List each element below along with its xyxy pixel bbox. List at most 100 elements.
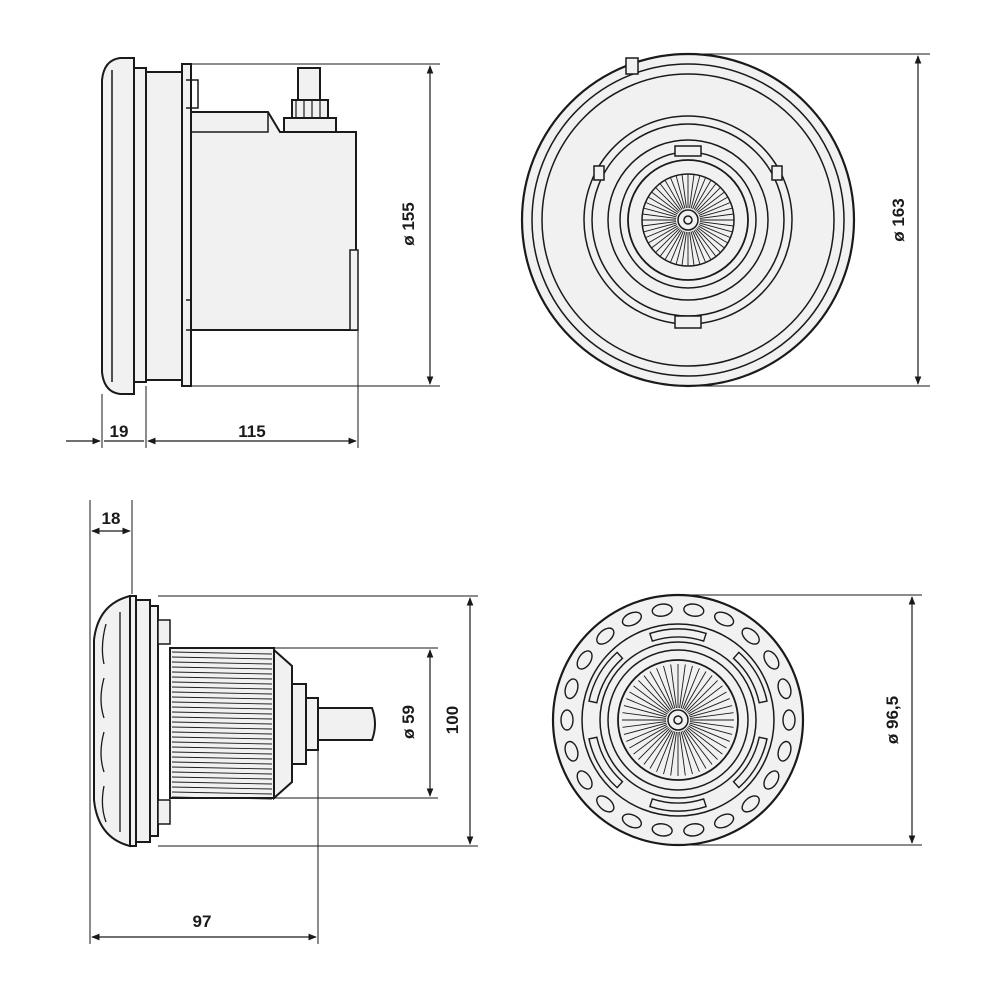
lens-ray <box>664 179 683 210</box>
thread-line <box>171 691 273 695</box>
lens-ray <box>686 680 718 712</box>
rim-scallop <box>713 611 735 627</box>
rim-scallop <box>683 603 705 617</box>
lens-ray <box>642 213 677 219</box>
vent-slot <box>648 798 708 812</box>
vent-slot <box>588 736 624 789</box>
thread-line <box>171 741 273 745</box>
lens-ray <box>693 230 712 261</box>
lens-ray <box>683 730 707 769</box>
lens-ray <box>699 221 734 227</box>
lens-ray <box>638 728 670 760</box>
thread-line <box>171 716 273 720</box>
lens-ray <box>680 731 693 775</box>
thread-line <box>171 676 273 680</box>
lens-ray <box>692 177 707 210</box>
dim-top-depth-115: 115 <box>238 422 265 441</box>
lens-ray <box>689 722 733 735</box>
lens-ray <box>649 730 673 769</box>
thread-line <box>171 686 273 690</box>
lens-ray <box>681 231 687 266</box>
lens-ray <box>659 183 682 211</box>
rim-scallop <box>560 709 574 731</box>
thread-line <box>171 701 273 705</box>
lens-ray <box>643 222 677 233</box>
small-side-view <box>89 500 478 944</box>
rim-scallop <box>651 823 673 837</box>
lens-ray <box>688 691 727 715</box>
lens-ray <box>643 207 677 218</box>
thread-line <box>171 756 273 760</box>
thread-line <box>171 666 273 670</box>
lens-ray <box>698 196 729 215</box>
lens-ray <box>622 721 667 728</box>
vent-slot <box>588 651 624 704</box>
rim-scallop <box>763 650 780 670</box>
lens-ray <box>679 731 686 776</box>
lens-ray <box>682 730 700 772</box>
lens-ray <box>675 175 686 209</box>
lens-ray <box>642 221 677 227</box>
lens-ray <box>633 726 669 755</box>
lens-ray <box>688 725 727 749</box>
lens-ray <box>629 691 668 715</box>
lens-ray <box>687 726 723 755</box>
thread-line <box>171 796 273 800</box>
lens-ray <box>683 671 707 710</box>
lens-ray <box>689 705 733 718</box>
lens-ray <box>659 229 682 257</box>
thread-line <box>171 651 273 655</box>
lens-ray <box>690 231 701 265</box>
dim-top-diameter-155: ø 155 <box>399 202 418 245</box>
lens-ray <box>698 201 731 216</box>
lens-ray <box>689 231 695 266</box>
rim-scallop <box>782 709 796 731</box>
thread-line <box>171 656 273 660</box>
lens-ray <box>684 729 713 765</box>
lens-ray <box>699 213 734 219</box>
thread-line <box>171 696 273 700</box>
lens-ray <box>622 712 667 719</box>
small-front-view <box>551 593 922 847</box>
thread-line <box>171 671 273 675</box>
thread-line <box>171 726 273 730</box>
lens-ray <box>643 675 672 711</box>
large-front-view <box>520 52 930 388</box>
lens-ray <box>686 728 718 760</box>
rim-scallop <box>564 740 579 762</box>
lens-ray <box>698 224 731 239</box>
thread-line <box>171 791 273 795</box>
lens-ray <box>682 668 700 710</box>
rim-scallop <box>713 813 735 829</box>
lens-ray <box>688 724 730 742</box>
rim-scallop <box>576 650 593 670</box>
thread-line <box>171 751 273 755</box>
lens-ray <box>689 712 734 719</box>
lens-ray <box>689 174 695 209</box>
lens-ray <box>693 179 712 210</box>
lens-ray <box>689 721 734 728</box>
thread-line <box>171 736 273 740</box>
lens-ray <box>663 731 676 775</box>
lens-ray <box>647 196 678 215</box>
lens-ray <box>690 175 701 209</box>
vent-slot <box>648 628 708 642</box>
rim-scallop <box>741 627 760 645</box>
lens-ray <box>675 231 686 265</box>
lens-ray <box>623 705 667 718</box>
rim-scallop <box>621 813 643 829</box>
thread-line <box>171 661 273 665</box>
lens-ray <box>680 665 693 709</box>
lens-ray <box>694 229 717 257</box>
rim-scallop <box>596 627 615 645</box>
rim-scallop <box>651 603 673 617</box>
lens-ray <box>670 664 677 709</box>
lens-ray <box>681 174 687 209</box>
rim-scallop <box>741 795 760 813</box>
lens-ray <box>633 685 669 714</box>
lens-ray <box>664 230 683 261</box>
lens-ray <box>694 183 717 211</box>
lens-ray <box>651 191 679 214</box>
lens-ray <box>696 187 721 212</box>
